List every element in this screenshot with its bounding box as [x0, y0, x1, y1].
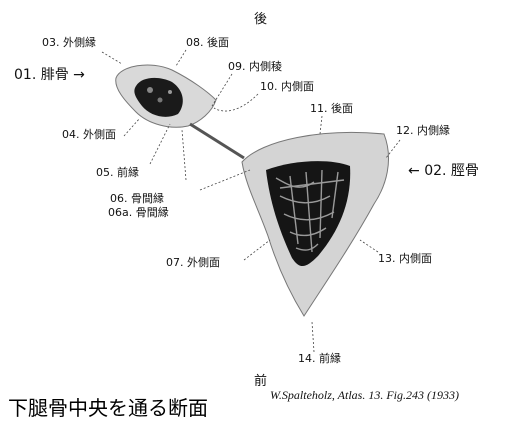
- bone-label-fibula: 01. 腓骨 →: [14, 64, 85, 84]
- bone-label-tibia: ← 02. 脛骨: [408, 160, 479, 180]
- direction-posterior: 後: [254, 12, 268, 27]
- fibula-marrow-cavity: [134, 77, 183, 117]
- figure-citation: W.Spalteholz, Atlas. 13. Fig.243 (1933): [270, 388, 459, 402]
- figure-title: 下腿骨中央を通る断面: [8, 396, 208, 420]
- label-12: 12. 内側縁: [396, 124, 450, 137]
- label-08: 08. 後面: [186, 36, 229, 49]
- leader-lines: [101, 49, 401, 353]
- label-14: 14. 前縁: [298, 352, 341, 365]
- label-09: 09. 内側稜: [228, 60, 282, 73]
- label-06a: 06a. 骨間縁: [108, 206, 169, 219]
- label-07: 07. 外側面: [166, 256, 220, 269]
- label-04: 04. 外側面: [62, 128, 116, 141]
- label-11: 11. 後面: [310, 102, 353, 115]
- fibula-trabecula: [147, 87, 153, 93]
- left-arrow-icon: ←: [408, 163, 420, 179]
- fibula-trabecula: [157, 97, 163, 103]
- label-10: 10. 内側面: [260, 80, 314, 93]
- label-13: 13. 内側面: [378, 252, 432, 265]
- label-06: 06. 骨間縁: [110, 192, 164, 205]
- tibia-trabeculae: [275, 169, 345, 253]
- right-arrow-icon: →: [73, 67, 85, 83]
- label-05: 05. 前縁: [96, 166, 139, 179]
- interosseous-membrane: [189, 122, 245, 160]
- label-03: 03. 外側縁: [42, 36, 96, 49]
- bone-label-tibia-text: 02. 脛骨: [424, 163, 479, 179]
- fibula-trabecula: [168, 90, 172, 94]
- direction-anterior: 前: [254, 374, 268, 389]
- bone-label-fibula-text: 01. 腓骨: [14, 67, 69, 83]
